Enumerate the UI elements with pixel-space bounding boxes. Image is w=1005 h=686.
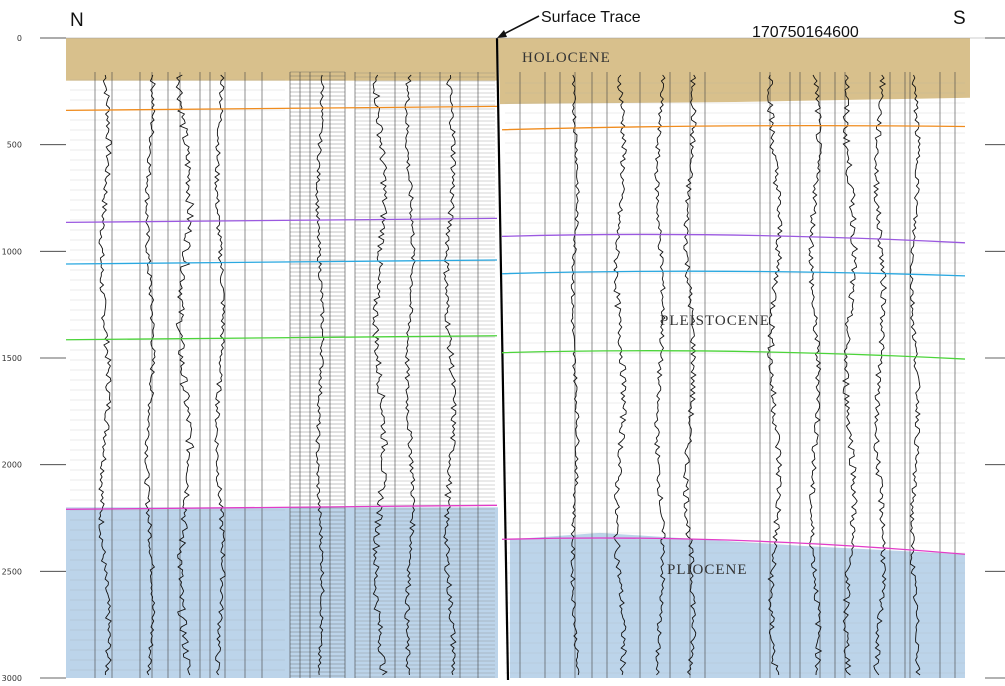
depth-tick-label: 0 <box>17 34 22 43</box>
log-panel-north-hatched <box>290 71 495 678</box>
north-label: N <box>70 10 84 31</box>
well-log-curve <box>214 74 226 676</box>
well-log-curve <box>315 74 325 676</box>
well-log-curve <box>144 74 156 676</box>
horizon-line-south <box>501 270 966 277</box>
horizon-line-south <box>501 233 966 244</box>
horizon-line-north <box>65 217 498 224</box>
horizon-line-north <box>65 335 498 341</box>
log-panel-grid <box>70 79 965 674</box>
well-log-curve <box>404 74 416 676</box>
horizon-line-north <box>65 504 498 510</box>
well-log-curve <box>372 74 389 676</box>
depth-tick-label: 2500 <box>2 567 22 576</box>
well-log-curve <box>443 74 457 676</box>
unit-label-holocene: HOLOCENE <box>522 50 611 66</box>
horizon-line-south <box>501 537 966 555</box>
holocene-band-north <box>66 38 498 81</box>
horizon-line-south <box>501 124 966 131</box>
surface-trace-label: Surface Trace <box>541 9 641 26</box>
pliocene-band-north <box>66 507 498 678</box>
well-log-curve <box>766 74 783 676</box>
depth-tick-label: 2000 <box>2 461 22 470</box>
pliocene-band-south <box>510 532 965 678</box>
well-log-curve <box>842 74 859 676</box>
depth-tick-label: 3000 <box>2 674 22 683</box>
well-id-label: 170750164600 <box>752 24 859 41</box>
well-log-curve <box>909 74 921 676</box>
holocene-band-south <box>498 38 970 105</box>
horizon-line-north <box>65 259 498 265</box>
well-log-curve <box>808 74 823 676</box>
horizon-line-north <box>65 105 498 112</box>
well-log-curve <box>613 74 627 676</box>
unit-label-pliocene: PLIOCENE <box>667 562 748 578</box>
south-label: S <box>953 8 966 29</box>
depth-tick-label: 500 <box>7 141 22 150</box>
unit-label-pleistocene: PLEISTOCENE <box>660 313 770 329</box>
depth-tick-label: 1000 <box>2 247 22 256</box>
well-log-curve <box>683 74 697 676</box>
surface-trace-arrow <box>497 15 540 38</box>
fault-line <box>495 37 510 681</box>
well-log-curve <box>570 74 580 676</box>
depth-tick-label: 1500 <box>2 354 22 363</box>
well-log-curve <box>175 74 195 676</box>
horizon-line-south <box>501 350 966 360</box>
well-log-curve <box>654 74 666 676</box>
well-log-curve <box>98 74 112 675</box>
well-log-curve <box>873 74 888 676</box>
